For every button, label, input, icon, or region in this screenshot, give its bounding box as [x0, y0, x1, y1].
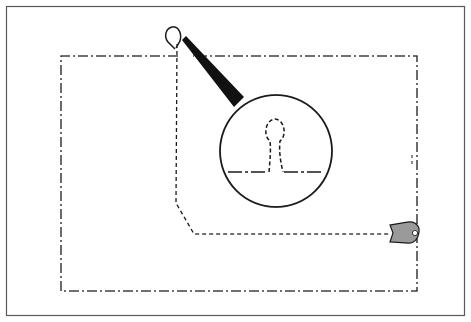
outer-frame	[5, 5, 466, 317]
callout-pointer	[182, 36, 244, 107]
magnified-keyhole-loop	[265, 118, 285, 173]
charging-station-contact	[412, 230, 418, 236]
guide-wire-loop	[164, 26, 182, 50]
guide-wire	[175, 43, 390, 235]
magnifier-circle	[219, 94, 333, 208]
magnified-loop-detail	[228, 118, 324, 173]
charging-station-body	[389, 221, 420, 244]
boundary-wire	[60, 55, 418, 292]
charging-station	[389, 221, 420, 244]
